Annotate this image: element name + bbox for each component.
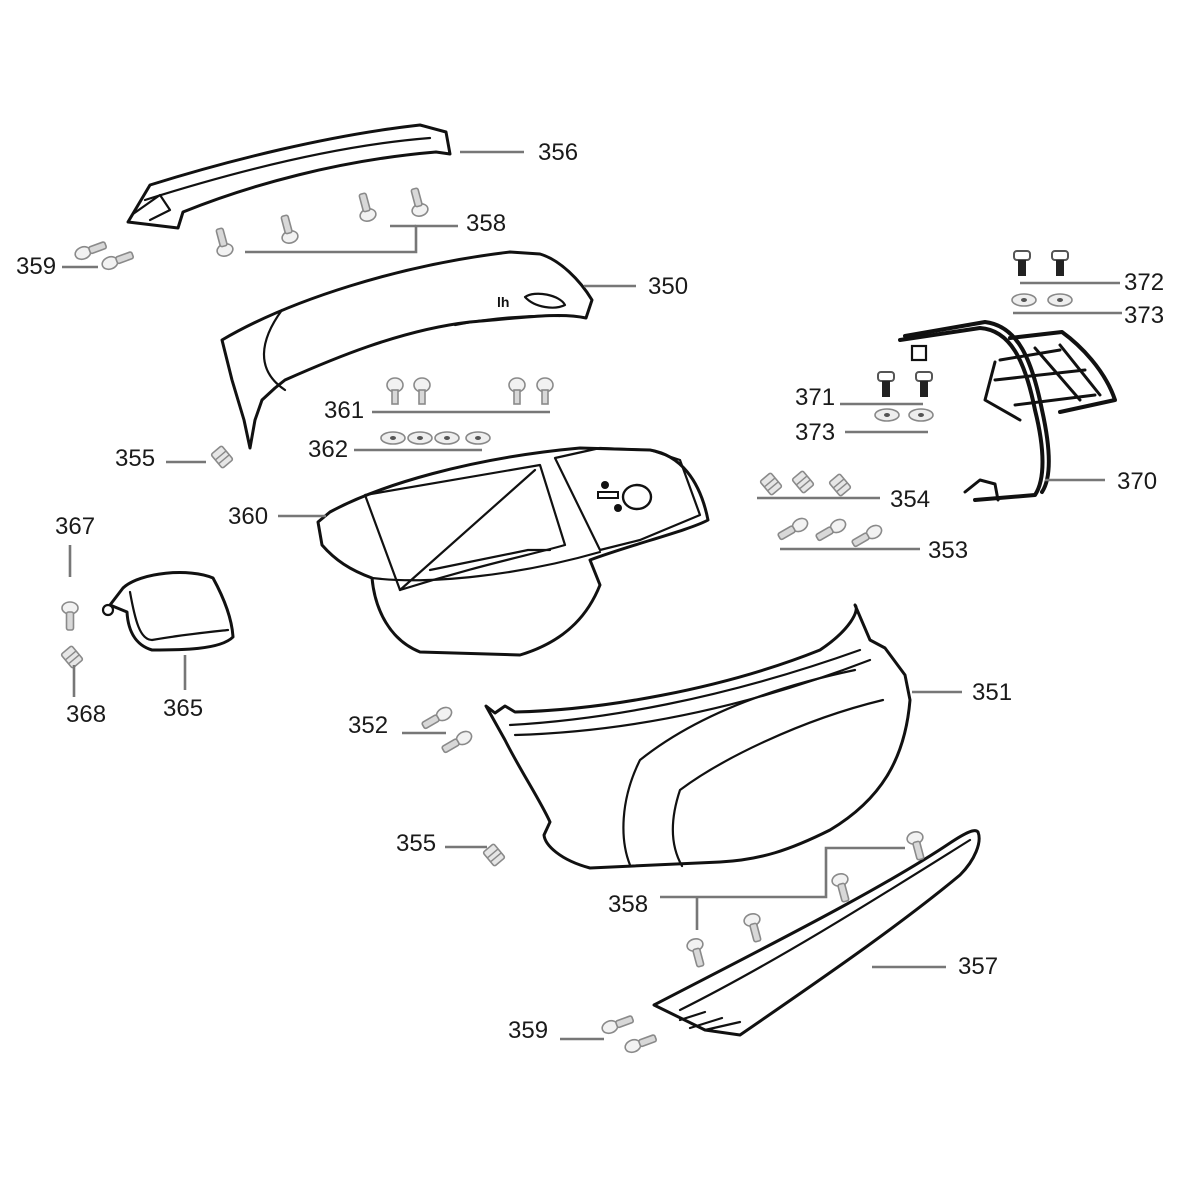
luggage-rack-370[interactable] <box>898 320 1117 502</box>
body-shell-350[interactable]: lh <box>220 250 594 450</box>
leader-358b <box>660 846 905 899</box>
callout-359-bottom: 359 <box>508 1017 548 1044</box>
callout-354: 354 <box>890 486 930 513</box>
callout-351: 351 <box>972 679 1012 706</box>
callout-368: 368 <box>66 701 106 728</box>
shell-mark: lh <box>497 294 509 310</box>
callout-358-bottom: 358 <box>608 891 648 918</box>
clip-355-upper <box>210 444 234 470</box>
callout-361: 361 <box>324 397 364 424</box>
callout-357: 357 <box>958 953 998 980</box>
storage-bin-360[interactable] <box>316 446 710 657</box>
callout-355-upper: 355 <box>115 445 155 472</box>
screw-367 <box>61 601 79 631</box>
callout-370: 370 <box>1117 468 1157 495</box>
callout-367: 367 <box>55 513 95 540</box>
callout-371: 371 <box>795 384 835 411</box>
leader-358a <box>245 224 458 254</box>
callout-355-lower: 355 <box>396 830 436 857</box>
clip-354 <box>759 469 852 498</box>
callout-350: 350 <box>648 273 688 300</box>
callout-360: 360 <box>228 503 268 530</box>
callout-372: 372 <box>1124 269 1164 296</box>
callout-362: 362 <box>308 436 348 463</box>
trim-strip-356[interactable] <box>126 123 452 230</box>
screw-353 <box>775 515 885 550</box>
washer-373-top <box>1011 293 1073 307</box>
trim-strip-357[interactable] <box>652 829 981 1037</box>
callout-356: 356 <box>538 139 578 166</box>
callout-359-top: 359 <box>16 253 56 280</box>
washer-373-mid <box>874 408 934 422</box>
screw-358-top <box>210 185 431 259</box>
callout-365: 365 <box>163 695 203 722</box>
callout-373-top: 373 <box>1124 302 1164 329</box>
bolt-372 <box>1013 250 1069 277</box>
bolt-371 <box>877 371 933 398</box>
screw-352 <box>419 704 475 756</box>
washer-362 <box>380 431 491 445</box>
callout-358-top: 358 <box>466 210 506 237</box>
side-cover-351[interactable] <box>484 603 912 870</box>
callout-373-mid: 373 <box>795 419 835 446</box>
callout-353: 353 <box>928 537 968 564</box>
cover-lid-365[interactable] <box>101 571 235 652</box>
callout-352: 352 <box>348 712 388 739</box>
bolt-361 <box>386 377 554 405</box>
clip-368 <box>60 644 84 670</box>
callout-labels: 356 358 359 350 372 373 371 373 361 362 … <box>16 139 1164 1044</box>
screw-359-bottom <box>599 1012 659 1056</box>
